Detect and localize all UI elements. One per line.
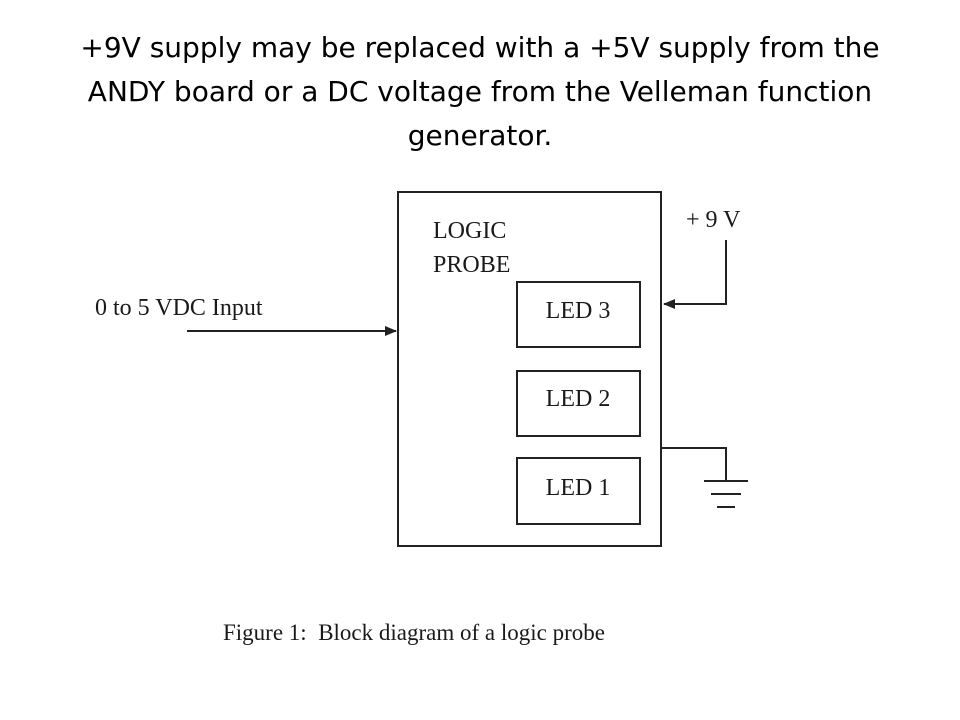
led-1-box [516, 457, 641, 525]
led-block-3: LED 3 [516, 281, 641, 348]
led-1-label: LED 1 [546, 475, 611, 501]
led-3-label: LED 3 [546, 298, 611, 324]
supply-label: + 9 V [686, 207, 741, 233]
probe-label-line2: PROBE [433, 252, 510, 278]
led-2-label: LED 2 [546, 386, 611, 412]
ground-wire [661, 447, 727, 480]
figure-caption: Figure 1: Block diagram of a logic probe [223, 620, 605, 645]
input-label: 0 to 5 VDC Input [95, 295, 263, 321]
led-2-box [516, 370, 641, 437]
led-block-1: LED 1 [516, 457, 641, 525]
supply-wire [663, 240, 727, 309]
led-block-2: LED 2 [516, 370, 641, 437]
slide-title: +9V supply may be replaced with a +5V su… [80, 31, 880, 152]
ground-icon [704, 480, 748, 508]
probe-label-line1: LOGIC [433, 218, 506, 244]
logic-probe-block [397, 191, 662, 547]
led-3-box [516, 281, 641, 348]
